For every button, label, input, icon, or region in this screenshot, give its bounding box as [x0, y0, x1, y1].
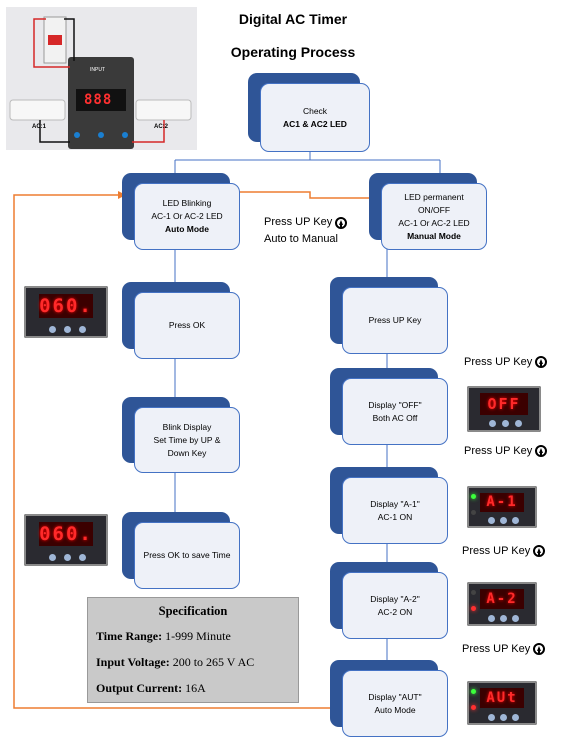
- display-buttons: [49, 553, 87, 561]
- node-led-blinking-line2: AC-1 Or AC-2 LED: [151, 211, 223, 221]
- display-digits: A-1: [479, 492, 525, 513]
- display-image-060-top: 060.: [24, 286, 108, 338]
- display-digits: 060.: [39, 294, 93, 319]
- press-up-label-4-text: Press UP Key: [462, 643, 531, 655]
- node-led-permanent: LED permanent ON/OFF AC-1 Or AC-2 LED Ma…: [369, 173, 487, 250]
- spec-time-range-label: Time Range:: [96, 629, 163, 643]
- press-up-label-2: Press UP Key: [464, 445, 548, 457]
- up-arrow-icon: [535, 356, 548, 368]
- display-digits: A-2: [479, 589, 525, 610]
- node-display-a1-line1: Display "A-1": [370, 498, 420, 509]
- auto-to-manual-line2: Auto to Manual: [264, 233, 338, 245]
- led-off-icon: [471, 510, 476, 515]
- node-led-blinking-line1: LED Blinking: [162, 198, 212, 208]
- node-press-ok-save-line1: Press OK to save Time: [143, 550, 231, 560]
- node-display-off-line1: Display "OFF": [368, 399, 422, 410]
- led-green-icon: [471, 494, 476, 499]
- node-check-line1: Check: [302, 105, 328, 116]
- node-press-up-line1: Press UP Key: [368, 315, 422, 325]
- spec-input-voltage: Input Voltage: 200 to 265 V AC: [96, 655, 254, 670]
- led-green-icon: [471, 689, 476, 694]
- node-blink-display-line3: Down Key: [167, 447, 207, 458]
- display-image-off: OFF: [467, 386, 541, 432]
- node-led-permanent-line4: Manual Mode: [407, 230, 461, 241]
- node-led-permanent-line3: AC-1 Or AC-2 LED: [398, 217, 470, 228]
- spec-time-range: Time Range: 1-999 Minute: [96, 629, 231, 644]
- display-digits: OFF: [480, 393, 528, 415]
- node-display-a2-line1: Display "A-2": [370, 593, 420, 604]
- press-up-label-2-text: Press UP Key: [464, 445, 533, 457]
- node-blink-display: Blink Display Set Time by UP & Down Key: [122, 397, 240, 473]
- press-up-label-3: Press UP Key: [462, 545, 546, 557]
- page-subtitle: Operating Process: [230, 44, 356, 60]
- up-arrow-icon: [335, 216, 348, 229]
- node-led-blinking: LED Blinking AC-1 Or AC-2 LED Auto Mode: [122, 173, 240, 250]
- node-display-a1-line2: AC-1 ON: [377, 511, 413, 522]
- display-digits: AUt: [479, 688, 525, 709]
- node-press-up: Press UP Key: [330, 277, 448, 354]
- spec-time-range-value: 1-999 Minute: [162, 629, 231, 643]
- press-up-label-1-text: Press UP Key: [464, 356, 533, 368]
- node-led-permanent-line1: LED permanent: [404, 191, 464, 202]
- node-check: Check AC1 & AC2 LED: [248, 73, 370, 152]
- display-digits: 060.: [39, 522, 93, 547]
- ac2-label: AC:2: [154, 124, 169, 130]
- node-led-permanent-line2: ON/OFF: [417, 204, 451, 215]
- spec-output-current-label: Output Current:: [96, 681, 183, 695]
- display-image-aut: AUt: [467, 681, 537, 725]
- auto-to-manual-label: Press UP Key Auto to Manual: [264, 214, 348, 248]
- node-display-off-line2: Both AC Off: [372, 412, 418, 423]
- node-display-off: Display "OFF" Both AC Off: [330, 368, 448, 445]
- node-led-blinking-line3: Auto Mode: [165, 224, 209, 234]
- display-image-a2: A-2: [467, 582, 537, 626]
- node-display-aut-line2: Auto Mode: [374, 704, 416, 715]
- specification-heading: Specification: [158, 604, 228, 618]
- node-blink-display-line2: Set Time by UP &: [153, 434, 221, 445]
- led-red-icon: [471, 606, 476, 611]
- led-off-icon: [471, 590, 476, 595]
- node-press-ok-line1: Press OK: [168, 320, 206, 330]
- wiring-illustration: [9, 16, 192, 149]
- device-digits: 888: [84, 92, 113, 108]
- press-up-label-1: Press UP Key: [464, 356, 548, 368]
- node-check-line2: AC1 & AC2 LED: [283, 118, 347, 129]
- display-buttons: [49, 325, 87, 333]
- node-display-aut-line1: Display "AUT": [368, 691, 422, 702]
- up-arrow-icon: [533, 545, 546, 557]
- display-image-a1: A-1: [467, 486, 537, 528]
- press-up-label-3-text: Press UP Key: [462, 545, 531, 557]
- auto-to-manual-line1: Press UP Key: [264, 216, 333, 228]
- node-blink-display-line1: Blink Display: [162, 421, 212, 432]
- spec-input-voltage-value: 200 to 265 V AC: [169, 655, 255, 669]
- up-arrow-icon: [533, 643, 546, 655]
- wiring-photo: INPUT 888 AC:1 AC:2: [6, 7, 197, 150]
- led-red-icon: [471, 705, 476, 710]
- press-up-label-4: Press UP Key: [462, 643, 546, 655]
- node-display-a1: Display "A-1" AC-1 ON: [330, 467, 448, 544]
- node-display-a2: Display "A-2" AC-2 ON: [330, 562, 448, 639]
- node-display-aut: Display "AUT" Auto Mode: [330, 660, 448, 737]
- spec-input-voltage-label: Input Voltage:: [96, 655, 170, 669]
- spec-output-current-value: 16A: [182, 681, 206, 695]
- display-buttons: [488, 614, 519, 622]
- display-buttons: [488, 516, 519, 524]
- spec-output-current: Output Current: 16A: [96, 681, 206, 696]
- node-display-a2-line2: AC-2 ON: [377, 606, 413, 617]
- display-buttons: [489, 420, 522, 428]
- display-buttons: [488, 713, 519, 721]
- ac1-label: AC:1: [32, 124, 47, 130]
- node-press-ok-save: Press OK to save Time: [122, 512, 240, 589]
- device-input-label: INPUT: [90, 67, 105, 73]
- display-image-060-bottom: 060.: [24, 514, 108, 566]
- up-arrow-icon: [535, 445, 548, 457]
- page-title: Digital AC Timer: [238, 11, 348, 27]
- node-press-ok: Press OK: [122, 282, 240, 359]
- specification-box: Specification Time Range: 1-999 Minute I…: [87, 597, 299, 703]
